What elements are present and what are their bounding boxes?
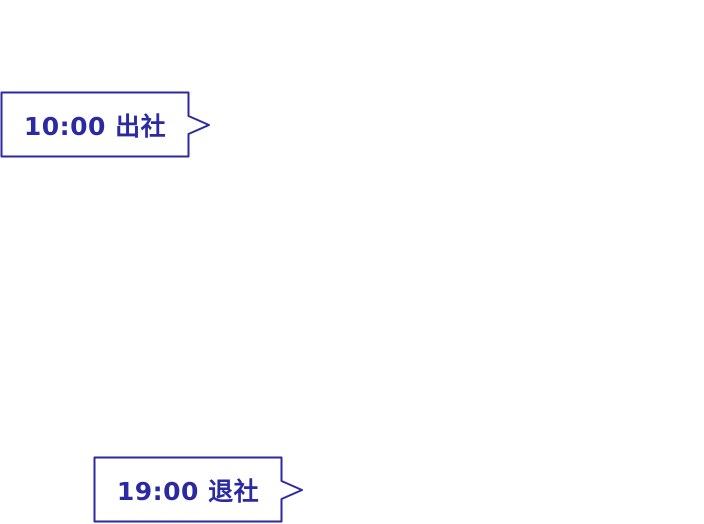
end-time-label: 19:00 退社 [116, 476, 260, 506]
end-time-callout: 19:00 退社 [93, 456, 305, 523]
start-time-label: 10:00 出社 [23, 111, 167, 141]
start-time-callout: 10:00 出社 [0, 91, 212, 158]
speech-bubble-shape [93, 456, 303, 523]
speech-bubble-shape [0, 91, 210, 158]
